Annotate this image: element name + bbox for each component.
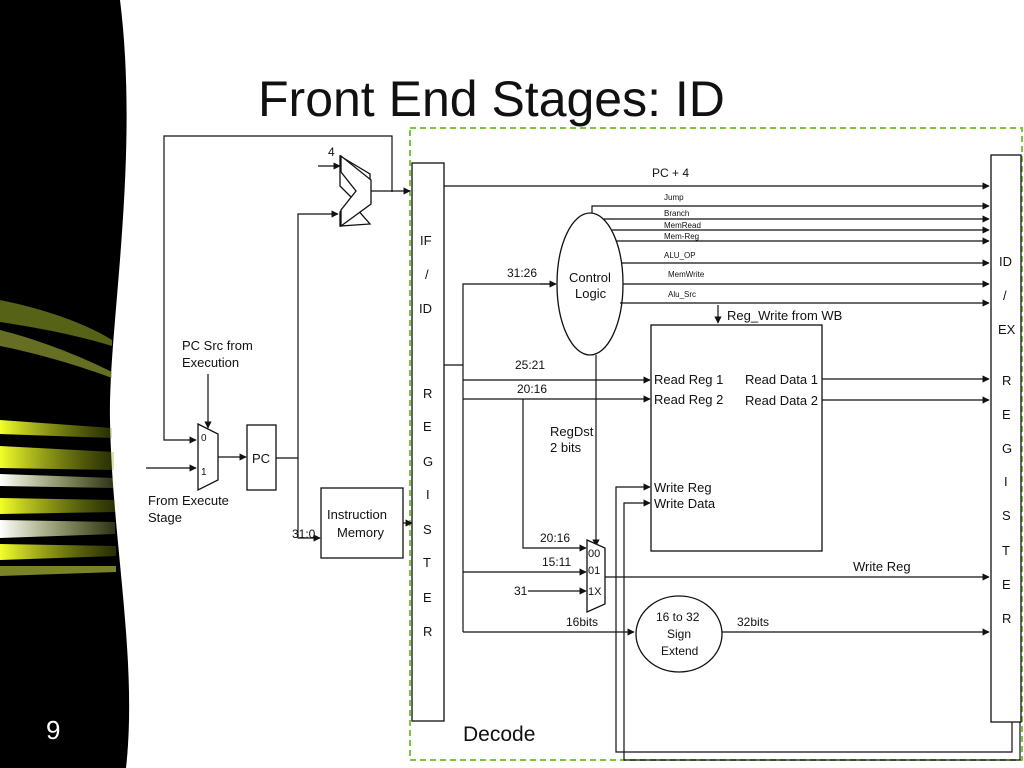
read-data2-label: Read Data 2 <box>745 393 818 408</box>
pc-to-adder-wire <box>276 210 339 459</box>
ifid-letter: G <box>423 454 433 469</box>
pc-label: PC <box>252 451 270 466</box>
imm-bits-label: 16bits <box>566 615 598 629</box>
mux-rt-bits-label: 20:16 <box>540 531 570 545</box>
signal-memread: MemRead <box>664 221 701 230</box>
ifid-letter: ID <box>419 301 432 316</box>
instruction-bus <box>444 283 556 366</box>
from-execute-line2: Stage <box>148 510 182 525</box>
imem-line2: Memory <box>337 525 384 540</box>
idex-letter: T <box>1002 543 1010 558</box>
idex-letter: S <box>1002 508 1011 523</box>
idex-letter: E <box>1002 577 1011 592</box>
id-ex-register <box>990 154 1022 723</box>
mux-sel-00: 00 <box>588 548 600 560</box>
signal-alusrc: Alu_Src <box>668 290 696 299</box>
write-reg-port-label: Write Reg <box>654 480 712 495</box>
sign-extend-line3: Extend <box>661 644 698 658</box>
pc-mux <box>197 422 219 492</box>
const-four-label: 4 <box>328 145 335 159</box>
signal-memwrite: MemWrite <box>668 270 705 279</box>
regdst-line1: RegDst <box>550 424 594 439</box>
pc-mux-in0: 0 <box>201 433 207 444</box>
ifid-letter: R <box>423 386 432 401</box>
ifid-letter: R <box>423 624 432 639</box>
mux-sel-1x: 1X <box>588 586 602 598</box>
signal-aluop: ALU_OP <box>664 251 696 260</box>
control-line1: Control <box>569 270 611 285</box>
pc-adder-shape <box>340 154 372 228</box>
slide-title: Front End Stages: ID <box>258 71 725 127</box>
pc-mux-in1: 1 <box>201 467 207 478</box>
write-data-feedback-wire <box>623 499 1021 761</box>
write-reg-feedback-wire <box>615 483 1013 753</box>
instruction-memory <box>320 487 404 559</box>
decode-label: Decode <box>463 723 535 746</box>
idex-letter: / <box>1003 288 1007 303</box>
imem-line1: Instruction <box>327 507 387 522</box>
write-reg-out-label: Write Reg <box>853 559 911 574</box>
rt-to-mux-wire <box>522 399 587 552</box>
signal-memreg: Mem-Reg <box>664 232 699 241</box>
ext-bits-label: 32bits <box>737 615 769 629</box>
ifid-letter: S <box>423 522 432 537</box>
regdst-line2: 2 bits <box>550 440 582 455</box>
signal-branch: Branch <box>664 209 689 218</box>
jump-wire <box>591 202 990 213</box>
signal-jump: Jump <box>664 193 684 202</box>
idex-letter: ID <box>999 254 1012 269</box>
idex-letter: R <box>1002 373 1011 388</box>
ifid-letter: / <box>425 267 429 282</box>
control-bits-label: 31:26 <box>507 266 537 280</box>
register-file <box>650 324 823 552</box>
idex-letter: E <box>1002 407 1011 422</box>
pcsrc-line1: PC Src from <box>182 338 253 353</box>
regdst-mux <box>586 538 606 614</box>
id-ex-letters: ID / EX R E G I S T E R <box>998 254 1016 626</box>
control-line2: Logic <box>575 286 607 301</box>
imem-bits-label: 31:0 <box>292 527 316 541</box>
ifid-letter: E <box>423 419 432 434</box>
rs-bits-label: 25:21 <box>515 358 545 372</box>
mux-rd-bits-label: 15:11 <box>542 555 571 569</box>
control-signals: Jump Branch MemRead Mem-Reg ALU_OP MemWr… <box>591 193 990 307</box>
pcsrc-line2: Execution <box>182 355 239 370</box>
idex-letter: R <box>1002 611 1011 626</box>
sign-extend-unit <box>635 595 723 673</box>
ifid-letter: IF <box>420 233 432 248</box>
ifid-letter: I <box>426 487 430 502</box>
decorative-side-band: 9 <box>0 0 130 768</box>
slide-number: 9 <box>46 715 60 745</box>
idex-letter: I <box>1004 474 1008 489</box>
reg-write-wb-label: Reg_Write from WB <box>727 308 842 323</box>
sign-extend-line2: Sign <box>667 627 691 641</box>
pc-to-imem-wire <box>297 458 321 542</box>
pc-feedback-wire <box>163 135 393 444</box>
from-execute-line1: From Execute <box>148 493 229 508</box>
mux-sel-01: 01 <box>588 565 600 577</box>
if-id-letters: IF / ID R E G I S T E R <box>419 233 433 639</box>
write-data-port-label: Write Data <box>654 496 716 511</box>
ifid-letter: T <box>423 555 431 570</box>
mux-31-label: 31 <box>514 584 528 598</box>
idex-letter: G <box>1002 441 1012 456</box>
idex-letter: EX <box>998 322 1016 337</box>
pc-register <box>246 424 277 491</box>
sign-extend-line1: 16 to 32 <box>656 610 700 624</box>
rt-bits-label: 20:16 <box>517 382 547 396</box>
pc-plus4-label: PC + 4 <box>652 166 689 180</box>
ifid-letter: E <box>423 590 432 605</box>
if-id-register <box>411 162 445 722</box>
read-reg2-label: Read Reg 2 <box>654 392 723 407</box>
read-data1-label: Read Data 1 <box>745 372 818 387</box>
read-reg1-label: Read Reg 1 <box>654 372 723 387</box>
